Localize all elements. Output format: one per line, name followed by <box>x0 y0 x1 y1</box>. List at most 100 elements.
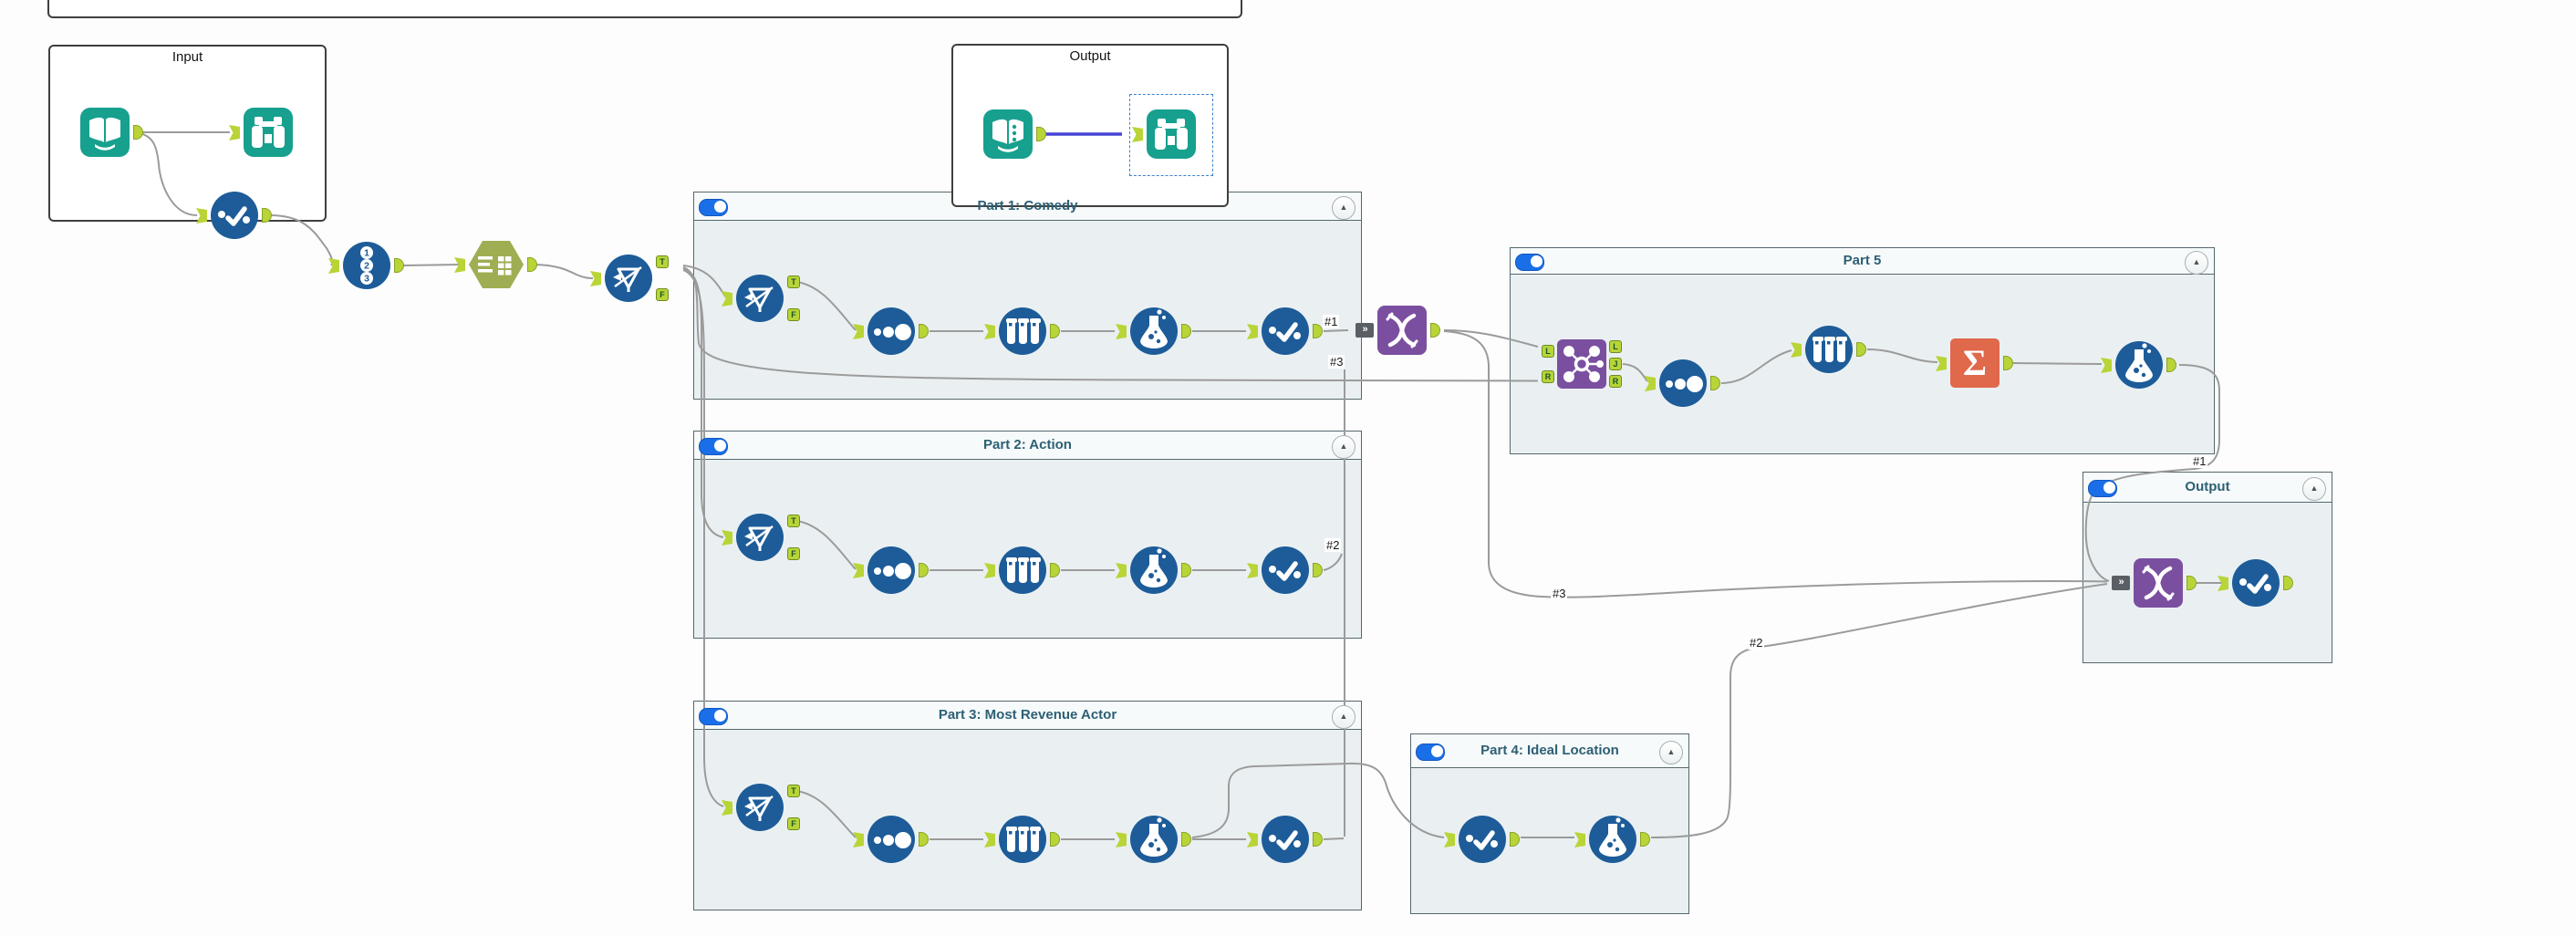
p3-formula-output-anchor[interactable] <box>1050 832 1060 847</box>
part5-header[interactable] <box>1511 248 2214 275</box>
part3-header[interactable] <box>694 702 1361 730</box>
output-right-enable-toggle[interactable] <box>2088 480 2117 497</box>
part1-enable-toggle[interactable] <box>699 199 728 216</box>
output-browse-input-anchor[interactable] <box>1132 127 1143 142</box>
p3-filter-tool[interactable] <box>736 784 784 831</box>
p1-flask-input-anchor[interactable] <box>1116 324 1127 339</box>
p5-join-tool[interactable] <box>1557 339 1606 389</box>
p3-select-tool[interactable] <box>1262 816 1309 863</box>
p2-flask-input-anchor[interactable] <box>1116 563 1127 578</box>
p1-flask-tool[interactable] <box>1130 307 1178 355</box>
container-part3[interactable]: ▲Part 3: Most Revenue Actor <box>693 701 1362 910</box>
part4-enable-toggle[interactable] <box>1416 744 1445 761</box>
p3-filter-true-anchor[interactable]: T <box>787 785 800 797</box>
out-select-input-anchor[interactable] <box>2218 576 2228 591</box>
text-to-columns-input-anchor[interactable] <box>454 257 465 273</box>
p4-flask-output-anchor[interactable] <box>1640 832 1650 847</box>
p1-formula-input-anchor[interactable] <box>984 324 995 339</box>
union-mid-output-anchor[interactable] <box>1430 323 1440 338</box>
p3-formula-tool[interactable] <box>999 816 1046 863</box>
p1-sample-tool[interactable] <box>867 307 915 355</box>
out-select-tool[interactable] <box>2232 559 2280 607</box>
p5-join-join-output-anchor[interactable]: J <box>1609 358 1622 370</box>
p5-join-left-input-anchor[interactable]: L <box>1542 345 1554 358</box>
text-to-columns-output-anchor[interactable] <box>527 257 537 272</box>
p2-formula-tool[interactable] <box>999 546 1046 594</box>
p2-filter-false-anchor[interactable]: F <box>787 547 800 560</box>
p5-summarize-input-anchor[interactable] <box>1936 356 1947 371</box>
p2-sample-input-anchor[interactable] <box>853 563 864 578</box>
p5-join-left-output-anchor[interactable]: L <box>1609 340 1622 353</box>
p1-select-output-anchor[interactable] <box>1313 324 1323 338</box>
p5-sample-tool[interactable] <box>1659 359 1707 407</box>
p5-sample-input-anchor[interactable] <box>1645 376 1656 391</box>
p5-flask-tool[interactable] <box>2115 341 2163 389</box>
part3-collapse-button[interactable]: ▲ <box>1332 705 1356 729</box>
input-select-output-anchor[interactable] <box>262 208 272 223</box>
p4-select-input-anchor[interactable] <box>1444 832 1455 848</box>
p3-filter-input-anchor[interactable] <box>722 800 732 816</box>
p2-select-input-anchor[interactable] <box>1247 563 1258 578</box>
out-select-output-anchor[interactable] <box>2283 576 2293 590</box>
out-union-tool[interactable] <box>2134 558 2183 608</box>
container-box-top-cut[interactable] <box>47 0 1242 18</box>
part5-collapse-button[interactable]: ▲ <box>2185 251 2208 275</box>
p2-filter-input-anchor[interactable] <box>722 530 732 546</box>
p5-sample-output-anchor[interactable] <box>1710 376 1720 390</box>
part4-collapse-button[interactable]: ▲ <box>1659 741 1683 764</box>
p5-summarize-tool[interactable]: Σ <box>1950 338 2000 388</box>
p5-formula-tool[interactable] <box>1805 326 1853 373</box>
union-mid-multi-input-anchor[interactable]: » <box>1356 323 1374 338</box>
input-data-output-anchor[interactable] <box>133 125 143 140</box>
part3-enable-toggle[interactable] <box>699 708 728 725</box>
p3-sample-output-anchor[interactable] <box>919 832 929 847</box>
p4-flask-input-anchor[interactable] <box>1574 832 1585 848</box>
p1-select-tool[interactable] <box>1262 307 1309 355</box>
p1-formula-tool[interactable] <box>999 307 1046 355</box>
p2-select-output-anchor[interactable] <box>1313 563 1323 577</box>
p3-formula-input-anchor[interactable] <box>984 832 995 848</box>
part2-header[interactable] <box>694 432 1361 460</box>
container-part4[interactable]: ▲Part 4: Ideal Location <box>1410 733 1689 914</box>
p1-filter-tool[interactable] <box>736 275 784 322</box>
p3-flask-tool[interactable] <box>1130 816 1178 863</box>
p3-sample-tool[interactable] <box>867 816 915 863</box>
container-part2[interactable]: ▲Part 2: Action <box>693 431 1362 639</box>
p3-flask-input-anchor[interactable] <box>1116 832 1127 848</box>
filter-main-true-anchor[interactable]: T <box>656 255 669 268</box>
p2-filter-tool[interactable] <box>736 514 784 561</box>
p1-sample-input-anchor[interactable] <box>853 324 864 339</box>
p2-formula-input-anchor[interactable] <box>984 563 995 578</box>
p4-select-tool[interactable] <box>1459 816 1506 863</box>
p3-sample-input-anchor[interactable] <box>853 832 864 848</box>
output-right-collapse-button[interactable]: ▲ <box>2302 477 2326 501</box>
p5-formula-input-anchor[interactable] <box>1791 342 1802 358</box>
input-browse-input-anchor[interactable] <box>229 125 240 140</box>
input-browse-tool[interactable] <box>244 108 293 157</box>
p1-sample-output-anchor[interactable] <box>919 324 929 338</box>
p5-summarize-output-anchor[interactable] <box>2003 356 2013 370</box>
input-select-tool[interactable] <box>211 192 258 239</box>
p4-select-output-anchor[interactable] <box>1510 832 1520 847</box>
p5-flask-input-anchor[interactable] <box>2101 358 2112 373</box>
part1-collapse-button[interactable]: ▲ <box>1332 196 1356 220</box>
part5-enable-toggle[interactable] <box>1515 254 1544 271</box>
p2-flask-tool[interactable] <box>1130 546 1178 594</box>
p5-join-right-output-anchor[interactable]: R <box>1609 375 1622 388</box>
p1-filter-input-anchor[interactable] <box>722 291 732 307</box>
wire-group[interactable] <box>135 131 2223 840</box>
text-to-columns-tool[interactable] <box>469 241 524 288</box>
p5-formula-output-anchor[interactable] <box>1856 342 1866 357</box>
input-data-tool[interactable] <box>80 108 130 157</box>
filter-main-false-anchor[interactable]: F <box>656 288 669 301</box>
part2-collapse-button[interactable]: ▲ <box>1332 435 1356 459</box>
p2-sample-output-anchor[interactable] <box>919 563 929 577</box>
p1-select-input-anchor[interactable] <box>1247 324 1258 339</box>
record-id-output-anchor[interactable] <box>394 258 404 273</box>
input-select-input-anchor[interactable] <box>196 208 207 224</box>
p5-join-right-input-anchor[interactable]: R <box>1542 370 1554 383</box>
out-union-multi-input-anchor[interactable]: » <box>2112 576 2130 590</box>
p3-filter-false-anchor[interactable]: F <box>787 817 800 830</box>
